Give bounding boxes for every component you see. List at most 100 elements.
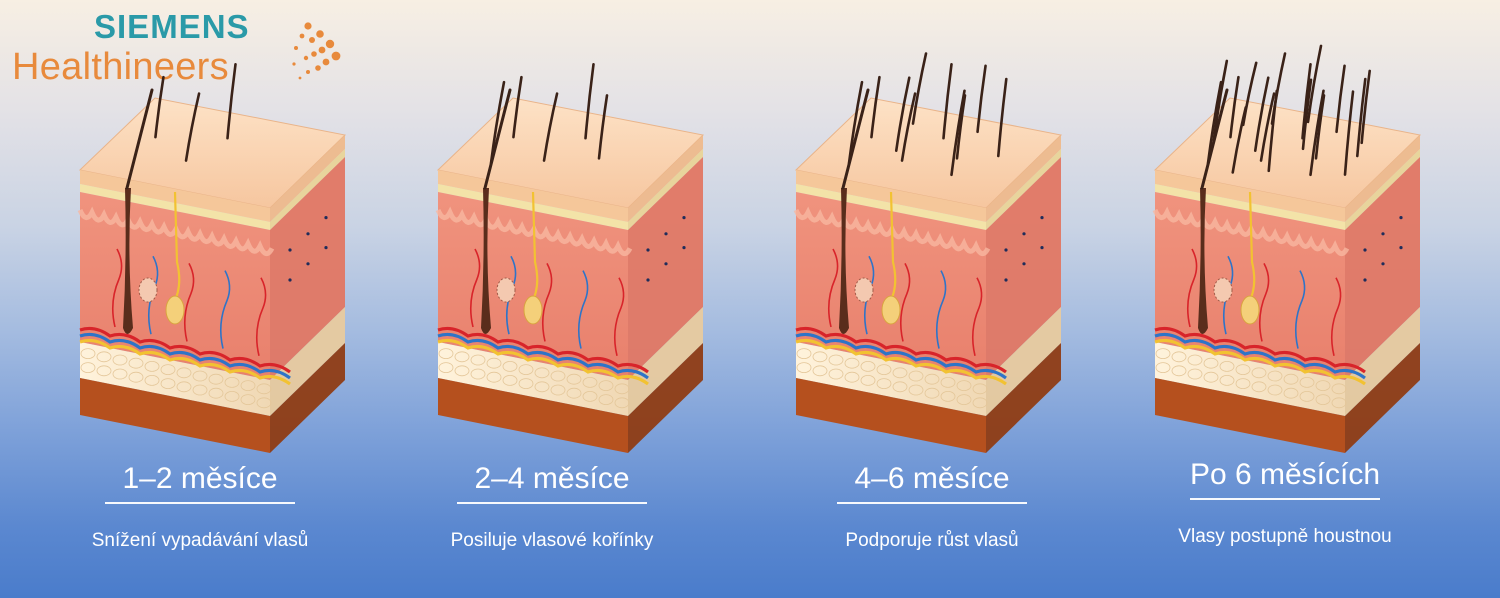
fat-cell (80, 362, 96, 374)
skin-layer-side (986, 135, 1061, 222)
skin-cube-stage-2 (435, 62, 705, 453)
fat-cell (582, 376, 598, 388)
pore-dot (1040, 216, 1044, 220)
pore-dot (1040, 246, 1044, 250)
hair-strand (841, 88, 870, 190)
hair-follicle (1198, 188, 1208, 334)
hair-strand (1229, 75, 1240, 139)
stage-description: Vlasy postupně houstnou (1178, 526, 1392, 547)
hair-strand (911, 52, 928, 125)
fat-cell (844, 371, 860, 383)
hair-strand (489, 80, 506, 165)
fat-cell (582, 390, 598, 402)
fat-cell (614, 397, 630, 409)
brand-name-line1: SIEMENS (94, 8, 250, 45)
fat-cell (454, 351, 470, 363)
fat-cell (1331, 397, 1347, 409)
hair-strand (584, 62, 595, 140)
stage-description: Posiluje vlasové kořínky (450, 530, 654, 551)
fat-cell (1283, 387, 1299, 399)
fat-cell (1235, 378, 1251, 390)
hair-follicle (123, 188, 133, 334)
pore-dot (1399, 246, 1403, 250)
period-label: 2–4 měsíce (474, 462, 630, 495)
fat-cell (438, 362, 454, 374)
blood-vessel (79, 338, 291, 386)
stage-4 (1145, 40, 1435, 453)
pore-dot (324, 216, 328, 220)
hair-strand (870, 75, 881, 139)
fat-cell (208, 373, 224, 385)
pore-dot (1399, 216, 1403, 220)
sweat-gland (881, 295, 901, 325)
skin-layer-side (628, 307, 703, 416)
brand-name-line2: Healthineers (12, 46, 229, 88)
fat-cell (860, 374, 876, 386)
pore-dot (682, 246, 686, 250)
capillary (183, 263, 195, 342)
divider (1190, 498, 1380, 500)
hair-strand (184, 92, 201, 162)
blood-vessel (79, 332, 291, 380)
capillary (1294, 270, 1306, 349)
skin-layer-front (438, 342, 628, 416)
fat-cell (956, 380, 972, 392)
fat-cell (828, 354, 844, 366)
skin-layer-side (1345, 157, 1420, 380)
hair-strand (942, 62, 953, 140)
pore-dot (324, 246, 328, 250)
fat-cell (1187, 354, 1203, 366)
fat-cell (176, 381, 192, 393)
capillary (613, 277, 625, 356)
fat-cell (1267, 384, 1283, 396)
pore-dot (1022, 262, 1026, 266)
fat-cell (908, 384, 924, 396)
hair-strand (1253, 76, 1270, 153)
pore-dot (1381, 262, 1385, 266)
fat-cell (518, 378, 534, 390)
caption-stage-1: 1–2 měsíce Snížení vypadávání vlasů (60, 462, 340, 552)
fat-cell (502, 360, 518, 372)
fat-cell (80, 348, 96, 360)
fat-cell (1187, 368, 1203, 380)
skin-cube-stage-1 (77, 62, 347, 453)
pore-dot (306, 232, 310, 236)
fat-cell (892, 367, 908, 379)
fat-cell (972, 383, 988, 395)
fat-cell (208, 387, 224, 399)
fat-cell (924, 373, 940, 385)
fat-cell (876, 378, 892, 390)
fat-cell (956, 394, 972, 406)
pore-dot (1004, 278, 1008, 282)
fat-cell (1299, 376, 1315, 388)
fat-cell (940, 390, 956, 402)
fat-cell (192, 384, 208, 396)
fat-cell (224, 390, 240, 402)
fat-cell (924, 387, 940, 399)
fat-cell (144, 360, 160, 372)
divider (457, 502, 647, 504)
hair-strand (997, 77, 1008, 158)
fat-cell (224, 376, 240, 388)
capillary (255, 277, 267, 356)
fat-cell (160, 364, 176, 376)
fat-cell (534, 367, 550, 379)
fat-cell (128, 357, 144, 369)
fat-cell (1251, 381, 1267, 393)
skin-layer-side (986, 343, 1061, 453)
caption-stage-3: 4–6 měsíce Podporuje růst vlasů (792, 462, 1072, 552)
pore-dot (288, 248, 292, 252)
fat-cell (240, 380, 256, 392)
skin-layer-side (1345, 343, 1420, 453)
sebaceous-gland (854, 277, 874, 303)
fat-cell (1267, 370, 1283, 382)
fat-cell (112, 368, 128, 380)
skin-layer-front (80, 342, 270, 416)
fat-cell (614, 383, 630, 395)
stage-2 (428, 40, 718, 453)
capillary (1330, 277, 1342, 356)
skin-cube-stage-4 (1152, 44, 1422, 453)
capillary (111, 248, 123, 328)
skin-layer-side (628, 135, 703, 222)
hair-strand (1301, 62, 1312, 140)
